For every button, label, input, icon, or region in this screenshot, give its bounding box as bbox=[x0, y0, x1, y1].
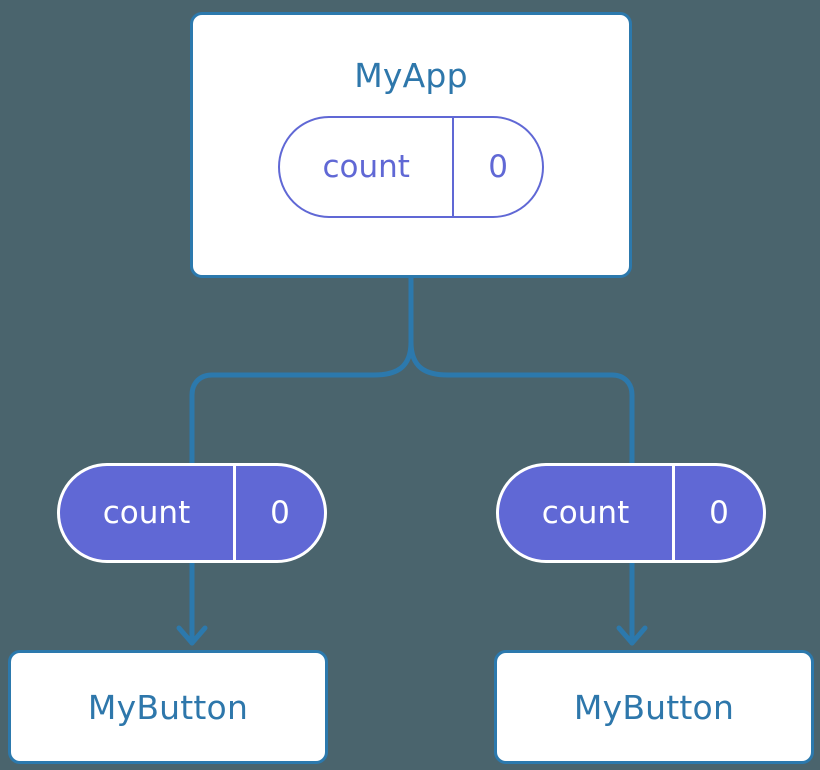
state-key-label: count bbox=[102, 494, 191, 531]
fork-left-branch-path bbox=[189, 339, 414, 473]
component-card-myapp[interactable]: MyApp count 0 bbox=[190, 12, 632, 278]
state-key-label: count bbox=[322, 148, 410, 185]
state-value-label: 0 bbox=[672, 466, 763, 560]
component-card-mybutton-right[interactable]: MyButton bbox=[494, 650, 814, 764]
state-pill-root[interactable]: count 0 bbox=[278, 116, 544, 218]
arrow-head-right-icon bbox=[616, 625, 648, 646]
state-pill-child-right[interactable]: count 0 bbox=[496, 463, 766, 563]
state-value-label: 0 bbox=[452, 118, 542, 216]
state-value-label: 0 bbox=[233, 466, 324, 560]
component-card-mybutton-left[interactable]: MyButton bbox=[8, 650, 328, 764]
state-pill-child-left[interactable]: count 0 bbox=[57, 463, 327, 563]
component-title-mybutton: MyButton bbox=[87, 687, 249, 727]
component-title-myapp: MyApp bbox=[354, 56, 468, 95]
state-key-label: count bbox=[541, 494, 630, 531]
component-title-mybutton: MyButton bbox=[573, 687, 735, 727]
trunk-and-fork-path bbox=[408, 275, 635, 473]
arrow-head-left-icon bbox=[176, 625, 208, 646]
